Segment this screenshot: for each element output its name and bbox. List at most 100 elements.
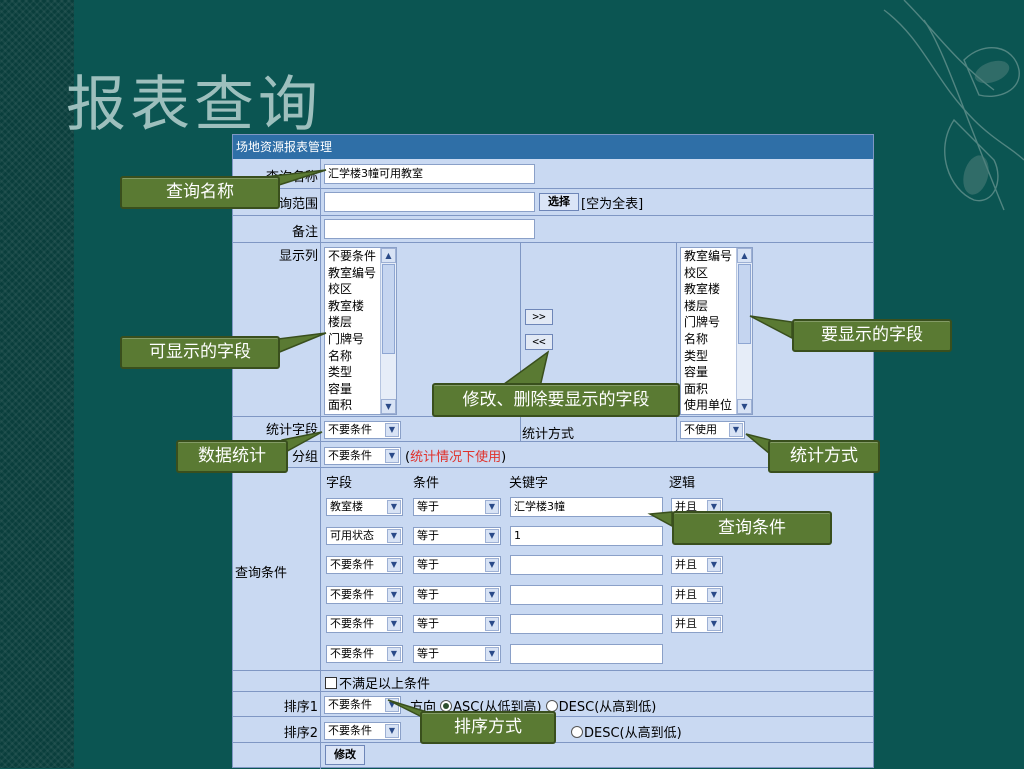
callout-available-fields: 可显示的字段 <box>120 336 280 369</box>
condition-field-select[interactable]: 不要条件 ▼ <box>326 615 403 633</box>
desc-radio[interactable] <box>571 726 583 738</box>
condition-logic-select[interactable]: 并且▼ <box>671 556 723 574</box>
chevron-down-icon[interactable]: ▼ <box>707 617 721 631</box>
chevron-down-icon[interactable]: ▼ <box>707 588 721 602</box>
list-item[interactable]: 名称 <box>684 331 709 346</box>
list-item[interactable]: 教室编号 <box>684 249 733 263</box>
selected-fields-listbox[interactable]: 教室编号校区教室楼楼层门牌号名称类型容量面积使用单位 ▲ ▼ <box>680 247 753 415</box>
sort2-select[interactable]: 不要条件▼ <box>324 722 401 740</box>
condition-keyword-input[interactable] <box>510 644 663 664</box>
remark-input[interactable] <box>324 219 535 239</box>
add-field-button[interactable]: >> <box>525 309 553 325</box>
list-item[interactable]: 不要条件 <box>328 249 377 263</box>
condition-operator-select[interactable]: 等于 ▼ <box>413 645 501 663</box>
chevron-down-icon[interactable]: ▼ <box>387 588 401 602</box>
chevron-down-icon[interactable]: ▼ <box>485 588 499 602</box>
condition-field-select[interactable]: 不要条件 ▼ <box>326 556 403 574</box>
callout-query-name: 查询名称 <box>120 176 280 209</box>
condition-keyword-input[interactable] <box>510 555 663 575</box>
chevron-down-icon[interactable]: ▼ <box>387 500 401 514</box>
condition-operator-value: 等于 <box>417 647 439 660</box>
list-item[interactable]: 面积 <box>684 381 709 396</box>
available-fields-listbox[interactable]: 不要条件教室编号校区教室楼楼层门牌号名称类型容量面积 ▲ ▼ <box>324 247 397 415</box>
condition-operator-select[interactable]: 等于▼ <box>413 498 501 516</box>
chevron-down-icon[interactable]: ▼ <box>485 558 499 572</box>
list-item[interactable]: 容量 <box>328 381 353 396</box>
callout-selected-fields: 要显示的字段 <box>792 319 952 352</box>
condition-operator-value: 等于 <box>417 617 439 630</box>
list-item[interactable]: 门牌号 <box>328 331 365 346</box>
chevron-down-icon[interactable]: ▼ <box>387 617 401 631</box>
list-item[interactable]: 门牌号 <box>684 315 721 330</box>
list-item[interactable]: 容量 <box>684 365 709 380</box>
chevron-down-icon[interactable]: ▼ <box>707 558 721 572</box>
chevron-down-icon[interactable]: ▼ <box>385 423 399 437</box>
chevron-down-icon[interactable]: ▼ <box>485 529 499 543</box>
chevron-down-icon[interactable]: ▼ <box>729 423 743 437</box>
sort1-value: 不要条件 <box>328 698 372 711</box>
chevron-down-icon[interactable]: ▼ <box>387 647 401 661</box>
chevron-down-icon[interactable]: ▼ <box>385 449 399 463</box>
list-item[interactable]: 校区 <box>328 282 353 297</box>
sort2-label: 排序2 <box>283 726 318 741</box>
scroll-down-icon[interactable]: ▼ <box>381 399 396 414</box>
scroll-thumb[interactable] <box>738 264 751 344</box>
listbox-scrollbar[interactable]: ▲ ▼ <box>736 248 752 414</box>
list-item[interactable]: 教室编号 <box>328 265 377 280</box>
condition-field-value: 不要条件 <box>330 558 374 571</box>
listbox-scrollbar[interactable]: ▲ ▼ <box>380 248 396 414</box>
stat-field-select[interactable]: 不要条件▼ <box>324 421 401 439</box>
chevron-down-icon[interactable]: ▼ <box>485 500 499 514</box>
sort1-select[interactable]: 不要条件 ▼ <box>324 696 401 714</box>
scroll-down-icon[interactable]: ▼ <box>737 399 752 414</box>
list-item[interactable]: 名称 <box>328 348 353 363</box>
stat-method-select[interactable]: 不使用▼ <box>680 421 745 439</box>
negate-checkbox[interactable] <box>325 677 337 689</box>
list-item[interactable]: 使用单位 <box>684 398 733 413</box>
remove-field-button[interactable]: << <box>525 334 553 350</box>
sort2-direction: DESC(从高到低) <box>571 722 682 741</box>
condition-field-select[interactable]: 可用状态▼ <box>326 527 403 545</box>
condition-field-select[interactable]: 不要条件 ▼ <box>326 645 403 663</box>
scroll-thumb[interactable] <box>382 264 395 354</box>
chevron-down-icon[interactable]: ▼ <box>485 617 499 631</box>
chevron-down-icon[interactable]: ▼ <box>387 529 401 543</box>
condition-keyword-input[interactable]: 1 <box>510 526 663 546</box>
slide-left-band <box>0 0 74 768</box>
list-item[interactable]: 楼层 <box>328 315 353 330</box>
condition-operator-select[interactable]: 等于 ▼ <box>413 615 501 633</box>
condition-keyword-input[interactable] <box>510 585 663 605</box>
row-divider <box>233 242 873 243</box>
condition-field-select[interactable]: 不要条件▼ <box>326 586 403 604</box>
condition-field-value: 不要条件 <box>330 617 374 630</box>
chevron-down-icon[interactable]: ▼ <box>485 647 499 661</box>
list-item[interactable]: 教室楼 <box>328 298 365 313</box>
scroll-up-icon[interactable]: ▲ <box>737 248 752 263</box>
list-item[interactable]: 面积 <box>328 398 353 413</box>
negate-checkbox-row[interactable]: 不满足以上条件 <box>325 673 430 692</box>
condition-keyword-input[interactable] <box>510 614 663 634</box>
list-item[interactable]: 楼层 <box>684 298 709 313</box>
condition-keyword-input[interactable]: 汇学楼3幢 <box>510 497 663 517</box>
condition-operator-select[interactable]: 等于▼ <box>413 556 501 574</box>
condition-logic-value: 并且 <box>675 588 697 601</box>
modify-button[interactable]: 修改 <box>325 745 365 765</box>
chevron-down-icon[interactable]: ▼ <box>385 724 399 738</box>
condition-logic-select[interactable]: 并且 ▼ <box>671 586 723 604</box>
list-item[interactable]: 教室楼 <box>684 282 721 297</box>
condition-field-select[interactable]: 教室楼▼ <box>326 498 403 516</box>
list-item[interactable]: 校区 <box>684 265 709 280</box>
scroll-up-icon[interactable]: ▲ <box>381 248 396 263</box>
condition-logic-select[interactable]: 并且▼ <box>671 615 723 633</box>
select-range-button[interactable]: 选择 <box>539 193 579 211</box>
group-select[interactable]: 不要条件▼ <box>324 447 401 465</box>
chevron-down-icon[interactable]: ▼ <box>385 698 399 712</box>
condition-operator-select[interactable]: 等于▼ <box>413 586 501 604</box>
query-range-input[interactable] <box>324 192 535 212</box>
condition-operator-select[interactable]: 等于▼ <box>413 527 501 545</box>
condition-field-value: 不要条件 <box>330 647 374 660</box>
chevron-down-icon[interactable]: ▼ <box>387 558 401 572</box>
list-item[interactable]: 类型 <box>684 348 709 363</box>
query-name-input[interactable]: 汇学楼3幢可用教室 <box>324 164 535 184</box>
list-item[interactable]: 类型 <box>328 365 353 380</box>
